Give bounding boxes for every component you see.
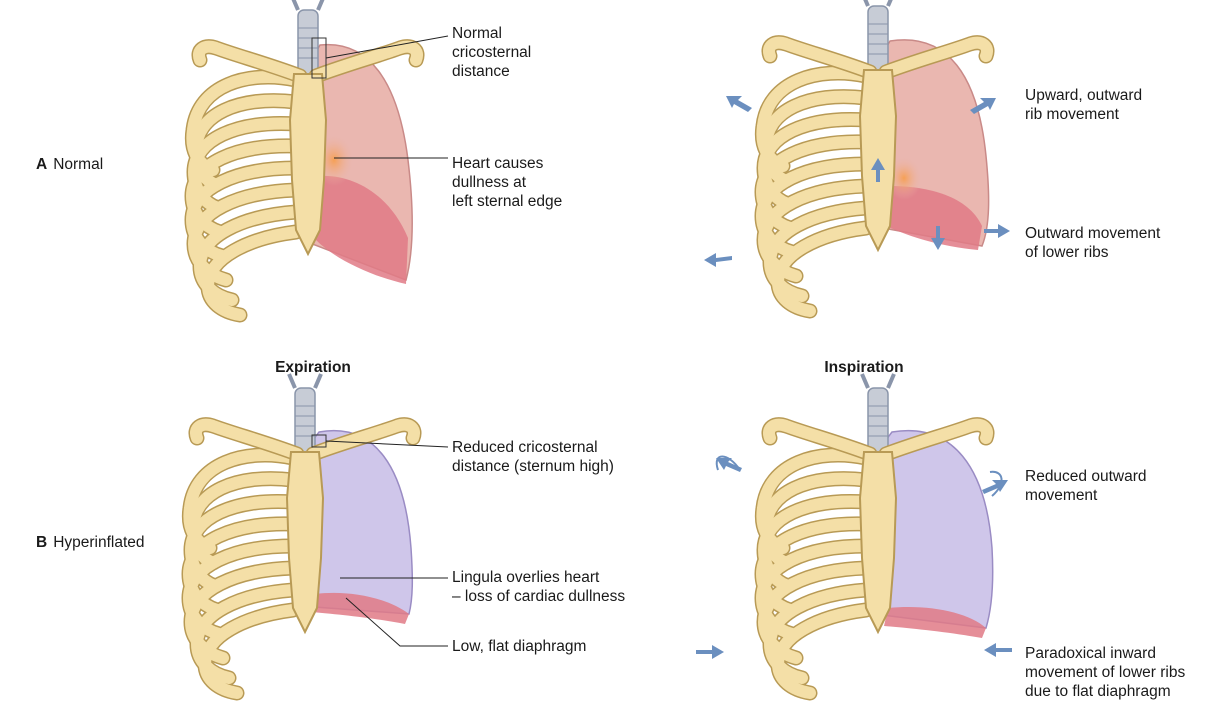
annot-lower-ribs: Outward movement of lower ribs: [1025, 225, 1165, 261]
heading-inspiration: Inspiration: [824, 359, 903, 376]
arrow-left-icon: [984, 643, 1012, 657]
thorax-hyper-expiration: [189, 374, 414, 693]
thorax-normal-inspiration: [762, 0, 989, 311]
heading-expiration: Expiration: [275, 359, 351, 376]
annot-flat-diaphragm: Low, flat diaphragm: [452, 638, 586, 655]
annot-rib-movement: Upward, outward rib movement: [1025, 87, 1146, 123]
annot-heart-dullness: Heart causes dullness at left sternal ed…: [452, 155, 562, 210]
thorax-hyper-inspiration: [762, 374, 993, 693]
annot-reduced-cricosternal: Reduced cricosternal distance (sternum h…: [452, 439, 614, 475]
annot-reduced-outward: Reduced outward movement: [1025, 468, 1151, 504]
annot-normal-cricosternal: Normal cricosternal distance: [452, 25, 536, 80]
arrow-right-icon: [696, 645, 724, 659]
arrow-right-icon: [984, 224, 1010, 238]
annot-paradoxical-inward: Paradoxical inward movement of lower rib…: [1025, 645, 1190, 700]
arrow-left-icon: [704, 253, 732, 267]
annot-lingula: Lingula overlies heart – loss of cardiac…: [452, 569, 625, 605]
arrow-up-left-icon: [726, 96, 752, 112]
